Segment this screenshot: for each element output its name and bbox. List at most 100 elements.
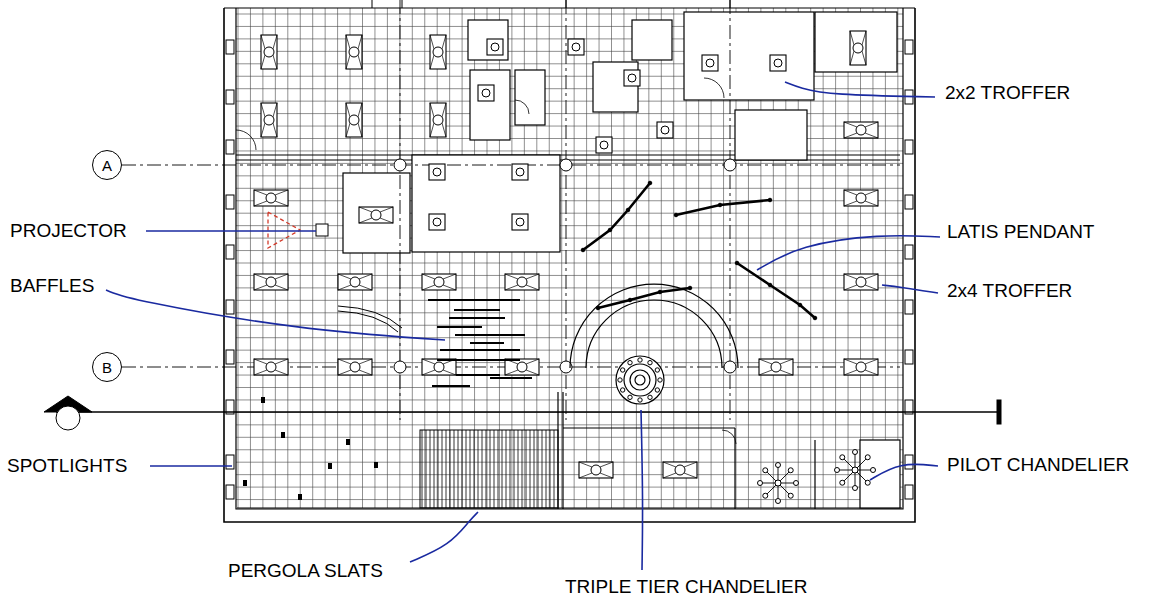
lamp bbox=[349, 47, 359, 57]
pilot-lamp bbox=[794, 481, 799, 486]
grid-line bbox=[549, 8, 550, 508]
troffer-2x4 bbox=[844, 274, 878, 290]
grid-line bbox=[236, 387, 903, 388]
troffer-diagonal bbox=[865, 190, 878, 195]
grid-line bbox=[897, 8, 898, 508]
leader-line bbox=[106, 290, 445, 340]
troffer-body bbox=[422, 274, 456, 290]
troffer-diagonal bbox=[422, 359, 435, 364]
grid-line bbox=[325, 8, 326, 508]
baffle bbox=[454, 309, 500, 311]
grid-letter: A bbox=[102, 157, 112, 174]
grid-bubble: B bbox=[92, 352, 122, 382]
pergola-slat bbox=[506, 430, 507, 508]
grid-line bbox=[673, 8, 674, 508]
pergola-slat bbox=[430, 430, 431, 508]
pergola-slat bbox=[538, 430, 539, 508]
troffer-diagonal bbox=[380, 218, 393, 223]
room-outline bbox=[632, 20, 672, 60]
troffer-2x4 bbox=[346, 35, 362, 69]
troffer-diagonal bbox=[275, 190, 288, 195]
troffer-diagonal bbox=[346, 123, 350, 137]
pergola-slat bbox=[486, 430, 487, 508]
lamp bbox=[591, 465, 601, 475]
troffer-diagonal bbox=[346, 55, 350, 69]
troffer-2x4 bbox=[505, 359, 539, 375]
column bbox=[724, 159, 736, 171]
baffle bbox=[428, 299, 520, 301]
curved-soffit bbox=[338, 306, 402, 332]
grid-line bbox=[236, 275, 903, 276]
chandelier-lamp bbox=[618, 378, 622, 382]
troffer-diagonal bbox=[338, 370, 351, 375]
grid-line bbox=[236, 499, 903, 500]
troffer-diagonal bbox=[663, 473, 676, 478]
leader-line bbox=[785, 82, 935, 97]
pendant-point bbox=[768, 198, 772, 202]
window-mullion bbox=[905, 40, 913, 54]
baffle bbox=[490, 377, 532, 379]
troffer-diagonal bbox=[844, 122, 857, 127]
troffer-2x4 bbox=[505, 274, 539, 290]
troffer-2x2 bbox=[478, 85, 494, 101]
troffer-body bbox=[850, 31, 866, 65]
pergola-slat bbox=[454, 430, 455, 508]
troffer-diagonal bbox=[844, 133, 857, 138]
callout-label: PERGOLA SLATS bbox=[228, 561, 383, 581]
troffer-body bbox=[254, 190, 288, 206]
section-line bbox=[56, 411, 1000, 412]
pergola-slat bbox=[434, 430, 435, 508]
callout-label: 2x2 TROFFER bbox=[945, 83, 1070, 103]
room-outline bbox=[815, 12, 897, 72]
pergola-slat bbox=[514, 430, 515, 508]
latis-pendant bbox=[676, 200, 770, 215]
troffer-2x4 bbox=[422, 274, 456, 290]
lamp bbox=[350, 362, 360, 372]
troffer-body bbox=[430, 35, 446, 69]
troffer-diagonal bbox=[359, 359, 372, 364]
troffer-body bbox=[359, 207, 393, 223]
troffer-2x4 bbox=[844, 122, 878, 138]
lamp bbox=[371, 210, 381, 220]
troffer-diagonal bbox=[865, 274, 878, 279]
grid-line bbox=[250, 8, 251, 508]
spotlight bbox=[347, 440, 350, 445]
door-swing bbox=[722, 430, 736, 444]
troffer-diagonal bbox=[442, 35, 446, 49]
troffer-diagonal bbox=[338, 274, 351, 279]
wall-stub bbox=[372, 0, 373, 8]
wall-stub bbox=[402, 0, 403, 8]
interior-wall bbox=[562, 392, 563, 509]
troffer-diagonal bbox=[526, 285, 539, 290]
troffer-diagonal bbox=[579, 473, 592, 478]
pergola-slat bbox=[498, 430, 499, 508]
pergola-slat bbox=[502, 430, 503, 508]
pendant-point bbox=[608, 228, 612, 232]
callout-label: PILOT CHANDELIER bbox=[947, 455, 1129, 475]
chandelier-lamp bbox=[648, 360, 652, 364]
troffer-2x2 bbox=[512, 164, 528, 180]
grid-line bbox=[236, 200, 903, 201]
grid-line bbox=[312, 8, 313, 508]
grid-line bbox=[437, 8, 438, 508]
grid-line bbox=[424, 8, 425, 508]
leader-line bbox=[410, 512, 478, 562]
window-mullion bbox=[905, 300, 913, 314]
troffer-body bbox=[429, 164, 445, 180]
troffer-body bbox=[596, 137, 612, 153]
troffer-body bbox=[254, 274, 288, 290]
troffer-2x2 bbox=[429, 164, 445, 180]
troffer-diagonal bbox=[359, 207, 372, 212]
troffer-diagonal bbox=[338, 359, 351, 364]
troffer-diagonal bbox=[422, 285, 435, 290]
troffer-diagonal bbox=[865, 370, 878, 375]
troffer-diagonal bbox=[844, 201, 857, 206]
door-swing bbox=[236, 130, 256, 150]
column bbox=[394, 361, 406, 373]
grid-bubble: A bbox=[92, 150, 122, 180]
lamp bbox=[266, 362, 276, 372]
troffer-diagonal bbox=[865, 285, 878, 290]
pilot-lamp bbox=[776, 463, 781, 468]
pergola-slat bbox=[426, 430, 427, 508]
